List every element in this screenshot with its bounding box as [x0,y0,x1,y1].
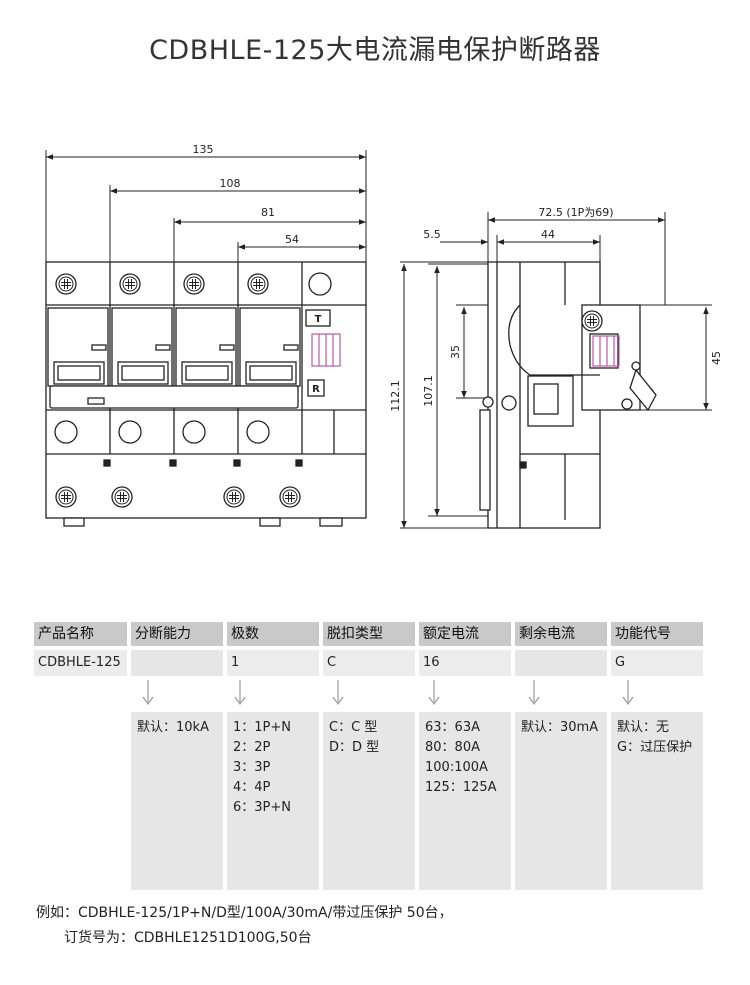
front-view [45,261,367,527]
down-arrow-icon [622,680,634,706]
option-item: D：D 型 [329,740,380,755]
dim-81: 81 [261,206,275,219]
options-residual-current: 默认：30mA [515,712,607,890]
reset-button [307,379,325,397]
table-arrows [34,676,718,712]
options-breaking-capacity: 默认：10kA [131,712,223,890]
option-item: 80：80A [425,740,480,755]
options-poles: 1：1P+N 2：2P 3：3P 4：4P 6：3P+N [227,712,319,890]
header-residual-current: 剩余电流 [515,622,607,646]
test-button [305,309,331,327]
dim-54: 54 [285,233,299,246]
header-function-code: 功能代号 [611,622,703,646]
table-options-row: 默认：10kA 1：1P+N 2：2P 3：3P 4：4P 6：3P+N C：C… [34,712,718,890]
header-rated-current: 额定电流 [419,622,511,646]
technical-drawing: 135 108 81 54 [45,143,723,529]
dim-5-5: 5.5 [423,228,441,241]
value-rated-current: 16 [419,650,511,676]
dim-35: 35 [449,345,462,359]
down-arrow-icon [528,680,540,706]
value-residual-current [515,650,607,676]
dim-112-1: 112.1 [389,380,402,412]
option-item: 默认：10kA [137,720,209,735]
value-breaking-capacity [131,650,223,676]
example-line-1: 例如：CDBHLE-125/1P+N/D型/100A/30mA/带过压保护 50… [36,905,453,921]
value-product-name: CDBHLE-125 [34,650,127,676]
down-arrow-icon [142,680,154,706]
option-item: 1：1P+N [233,720,291,735]
terminal-screw-side [581,310,603,332]
option-item: 6：3P+N [233,800,291,815]
header-product-name: 产品名称 [34,622,127,646]
front-dimensions [45,150,367,262]
table-value-row: CDBHLE-125 1 C 16 G [34,650,718,676]
side-view [479,261,657,529]
down-arrow-icon [428,680,440,706]
option-item: 2：2P [233,740,271,755]
header-breaking-capacity: 分断能力 [131,622,223,646]
options-function-code: 默认：无 G：过压保护 [611,712,703,890]
indicator-window-front [311,333,341,367]
option-item: 默认：无 [617,720,670,735]
down-arrow-icon [332,680,344,706]
dim-45: 45 [710,351,723,365]
option-item: 3：3P [233,760,271,775]
value-function-code: G [611,650,703,676]
dim-72-5: 72.5 (1P为69) [538,206,613,219]
option-item: G：过压保护 [617,740,693,755]
dim-108: 108 [220,177,241,190]
indicator-window-side [592,335,620,367]
example-line-2: 订货号为：CDBHLE1251D100G,50台 [64,930,312,946]
ordering-code-table: 产品名称 分断能力 极数 脱扣类型 额定电流 剩余电流 功能代号 CDBHLE-… [34,622,718,890]
header-poles: 极数 [227,622,319,646]
value-trip-type: C [323,650,415,676]
reset-button-label: R [312,384,320,395]
option-item: C：C 型 [329,720,378,735]
down-arrow-icon [234,680,246,706]
option-item: 100:100A [425,760,488,775]
option-item: 63：63A [425,720,480,735]
option-item: 默认：30mA [521,720,599,735]
header-trip-type: 脱扣类型 [323,622,415,646]
table-header-row: 产品名称 分断能力 极数 脱扣类型 额定电流 剩余电流 功能代号 [34,622,718,646]
test-button-label: T [315,314,322,325]
page-title: CDBHLE-125大电流漏电保护断路器 [149,35,601,66]
options-trip-type: C：C 型 D：D 型 [323,712,415,890]
option-item: 4：4P [233,780,271,795]
dim-107-1: 107.1 [422,375,435,407]
option-item: 125：125A [425,780,497,795]
dim-44: 44 [541,228,555,241]
value-poles: 1 [227,650,319,676]
dim-135: 135 [193,143,214,156]
options-blank [34,712,127,890]
options-rated-current: 63：63A 80：80A 100:100A 125：125A [419,712,511,890]
order-example: 例如：CDBHLE-125/1P+N/D型/100A/30mA/带过压保护 50… [36,901,453,951]
